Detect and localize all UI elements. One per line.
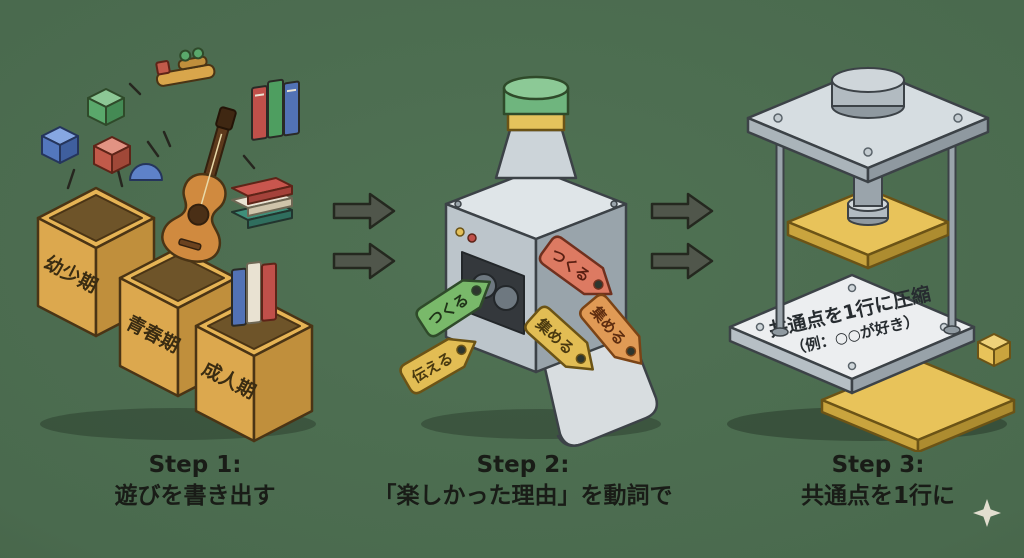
indicator-light-yellow: [455, 227, 465, 237]
guide-rods: [771, 139, 961, 337]
book-set-icon: [251, 78, 300, 141]
input-tags: つくる 伝える: [399, 279, 492, 395]
arrows-step2-to-step3: [650, 192, 714, 280]
guitar-icon: [161, 106, 237, 263]
arrow-right-icon: [332, 192, 396, 230]
book-stack-icon: [231, 177, 293, 229]
arrow-right-icon: [332, 242, 396, 280]
yellow-block-icon: [977, 333, 1011, 367]
tag-make-in: つくる: [415, 279, 492, 338]
step2-illustration: つくる 集める 集める つくる 伝える: [399, 75, 661, 447]
blue-wedge-icon: [129, 163, 163, 181]
press-plate-top: [746, 66, 990, 184]
step3-illustration: 共通点を1行に圧縮 （例：○○が好き）: [727, 66, 1016, 452]
step2-caption-title: Step 2:: [476, 452, 570, 478]
roller-icon: [493, 285, 519, 311]
box-childhood: 幼少期: [36, 186, 156, 338]
step2-caption-text: 「楽しかった理由」を動詞で: [373, 483, 673, 510]
sparkle-icon: [973, 499, 1001, 527]
press-plate-yellow: [786, 187, 950, 270]
step3-caption-title: Step 3:: [831, 452, 925, 478]
red-block-icon: [93, 136, 131, 174]
funnel: [494, 75, 578, 180]
motion-lines: [66, 82, 256, 190]
arrows-step1-to-step2: [332, 192, 396, 280]
step3-caption-text: 共通点を1行に: [800, 483, 955, 510]
tag-make-out: つくる: [538, 235, 613, 296]
step3-caption: Step 3: 共通点を1行に: [723, 450, 1024, 512]
chute-curl: [556, 434, 584, 447]
arrow-right-icon: [650, 192, 714, 230]
step1-illustration: 幼少期: [36, 47, 316, 443]
box-adulthood: 成人期: [194, 294, 314, 443]
step1-caption-text: 遊びを書き出す: [114, 483, 276, 510]
step2-caption: Step 2: 「楽しかった理由」を動詞で: [345, 450, 701, 512]
step1-caption: Step 1: 遊びを書き出す: [30, 450, 360, 512]
indicator-light-red: [467, 233, 477, 243]
press-knob: [831, 67, 905, 119]
blue-block-icon: [41, 126, 79, 164]
step1-caption-title: Step 1:: [148, 452, 242, 478]
toy-blocks: [41, 88, 163, 181]
result-plate: 共通点を1行に圧縮 （例：○○が好き）: [728, 273, 976, 395]
green-block-icon: [87, 88, 125, 126]
toy-plane-icon: [155, 47, 216, 87]
arrow-right-icon: [650, 242, 714, 280]
books-in-box-icon: [231, 261, 277, 327]
